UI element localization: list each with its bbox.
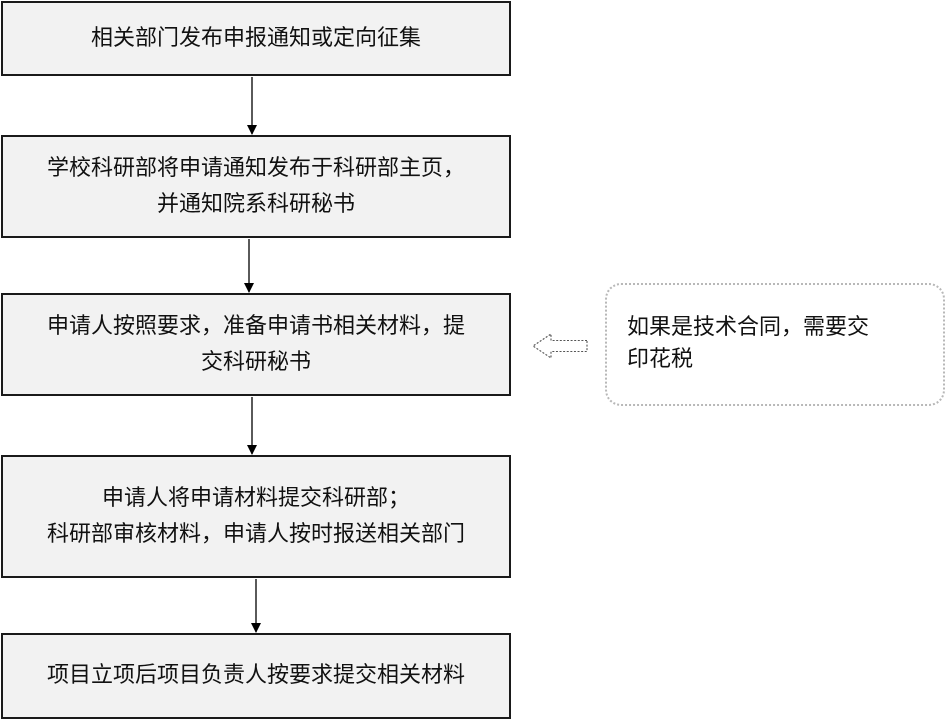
step-3-line-2: 交科研秘书 — [200, 349, 311, 375]
step-4-line-2: 科研部审核材料，申请人按时报送相关部门 — [46, 521, 465, 547]
note-line-2: 印花税 — [627, 347, 694, 372]
step-5-line-1: 项目立项后项目负责人按要求提交相关材料 — [46, 663, 465, 688]
step-1-line-1: 相关部门发布申报通知或定向征集 — [90, 25, 421, 51]
flow-step-5-post-approval: 项目立项后项目负责人按要求提交相关材料 — [1, 633, 511, 719]
flow-step-1-publish-notice: 相关部门发布申报通知或定向征集 — [1, 1, 511, 76]
flow-step-2-post-to-homepage: 学校科研部将申请通知发布于科研部主页， 并通知院系科研秘书 — [1, 135, 511, 238]
flow-step-4-submit-and-review: 申请人将申请材料提交科研部； 科研部审核材料，申请人按时报送相关部门 — [1, 455, 511, 578]
note-line-1: 如果是技术合同，需要交 — [627, 315, 870, 340]
step-4-line-1: 申请人将申请材料提交科研部； — [101, 485, 410, 511]
step-2-line-1: 学校科研部将申请通知发布于科研部主页， — [46, 155, 465, 181]
step-3-line-1: 申请人按照要求，准备申请书相关材料，提 — [46, 313, 465, 339]
flow-step-3-prepare-materials: 申请人按照要求，准备申请书相关材料，提 交科研秘书 — [1, 293, 511, 396]
hollow-arrow-left-icon — [532, 332, 588, 360]
step-2-line-2: 并通知院系科研秘书 — [156, 191, 355, 217]
note-stamp-duty: 如果是技术合同，需要交 印花税 — [605, 283, 945, 406]
